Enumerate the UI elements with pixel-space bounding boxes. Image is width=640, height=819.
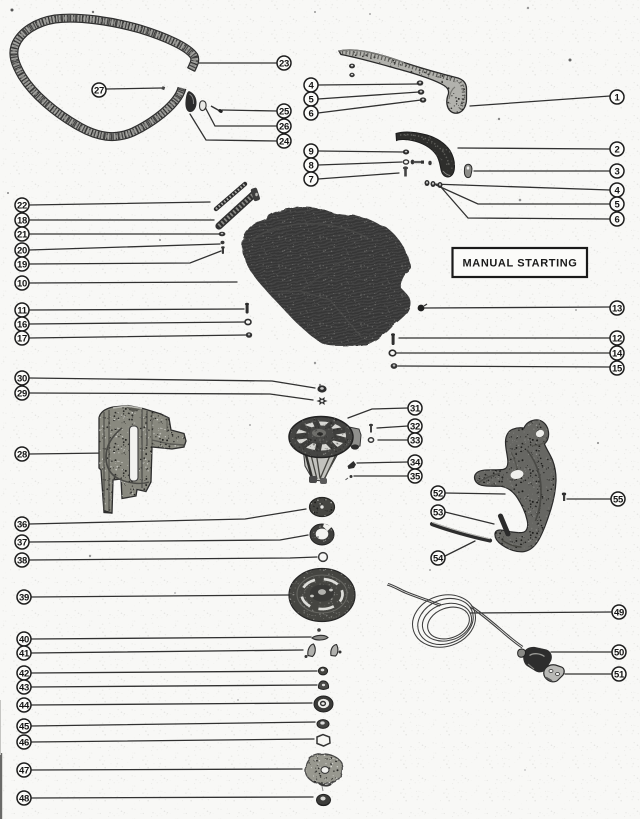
- svg-text:51: 51: [614, 669, 625, 680]
- svg-text:54: 54: [433, 553, 444, 564]
- svg-text:55: 55: [613, 494, 624, 505]
- svg-text:35: 35: [410, 471, 421, 482]
- svg-text:27: 27: [94, 85, 104, 96]
- svg-text:28: 28: [17, 449, 27, 460]
- svg-text:30: 30: [17, 373, 27, 384]
- svg-text:5: 5: [309, 94, 315, 105]
- svg-text:38: 38: [17, 555, 27, 566]
- svg-text:7: 7: [309, 174, 314, 185]
- svg-text:39: 39: [19, 592, 29, 603]
- svg-text:21: 21: [17, 229, 28, 240]
- svg-text:8: 8: [309, 160, 314, 171]
- svg-text:44: 44: [19, 700, 30, 711]
- svg-text:16: 16: [17, 319, 27, 330]
- svg-text:12: 12: [612, 333, 622, 344]
- svg-text:18: 18: [17, 215, 27, 226]
- svg-text:25: 25: [279, 106, 290, 117]
- svg-text:20: 20: [17, 245, 27, 256]
- svg-text:42: 42: [19, 668, 29, 679]
- svg-text:2: 2: [615, 144, 620, 155]
- svg-text:33: 33: [410, 435, 420, 446]
- svg-text:24: 24: [279, 136, 290, 147]
- svg-text:31: 31: [410, 403, 421, 414]
- svg-text:5: 5: [615, 199, 621, 210]
- svg-text:48: 48: [19, 793, 29, 804]
- svg-text:37: 37: [17, 537, 27, 548]
- svg-text:26: 26: [279, 121, 289, 132]
- svg-text:47: 47: [19, 765, 29, 776]
- svg-text:4: 4: [615, 185, 621, 196]
- svg-text:11: 11: [17, 305, 27, 316]
- svg-text:22: 22: [17, 200, 27, 211]
- svg-text:17: 17: [17, 333, 27, 344]
- svg-text:1: 1: [615, 92, 621, 103]
- svg-text:13: 13: [612, 303, 622, 314]
- svg-text:4: 4: [309, 80, 315, 91]
- svg-text:46: 46: [19, 737, 29, 748]
- svg-text:52: 52: [433, 488, 443, 499]
- svg-text:15: 15: [612, 363, 623, 374]
- svg-text:53: 53: [433, 507, 443, 518]
- svg-text:40: 40: [19, 634, 29, 645]
- svg-text:14: 14: [612, 348, 623, 359]
- svg-text:6: 6: [309, 108, 314, 119]
- svg-text:23: 23: [279, 58, 289, 69]
- svg-text:6: 6: [615, 214, 620, 225]
- svg-text:3: 3: [615, 166, 620, 177]
- svg-text:45: 45: [19, 721, 30, 732]
- svg-text:19: 19: [17, 259, 27, 270]
- svg-text:9: 9: [309, 146, 314, 157]
- svg-text:41: 41: [19, 648, 30, 659]
- svg-text:29: 29: [17, 388, 27, 399]
- svg-text:10: 10: [17, 278, 27, 289]
- svg-text:MANUAL STARTING: MANUAL STARTING: [463, 258, 578, 270]
- svg-text:32: 32: [410, 421, 420, 432]
- svg-text:34: 34: [410, 457, 421, 468]
- svg-text:43: 43: [19, 682, 29, 693]
- svg-text:49: 49: [614, 607, 624, 618]
- svg-text:50: 50: [614, 647, 624, 658]
- svg-text:36: 36: [17, 519, 27, 530]
